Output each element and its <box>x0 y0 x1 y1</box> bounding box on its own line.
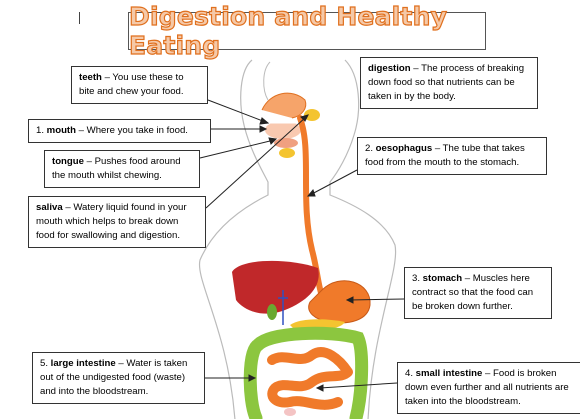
label-tongue: tongue – Pushes food around the mouth wh… <box>44 150 200 188</box>
term-small-intestine: small intestine <box>416 368 483 379</box>
gallbladder-shape <box>267 304 277 320</box>
label-teeth: teeth – You use these to bite and chew y… <box>71 66 208 104</box>
term-large-intestine: large intestine <box>51 358 116 369</box>
pointer-oesophagus <box>310 170 357 195</box>
label-stomach: 3. stomach – Muscles here contract so th… <box>404 267 552 319</box>
term-tongue: tongue <box>52 156 84 167</box>
term-oesophagus: oesophagus <box>376 143 433 154</box>
desc-mouth: – Where you take in food. <box>76 125 188 136</box>
term-stomach: stomach <box>423 273 462 284</box>
term-mouth: mouth <box>47 125 76 136</box>
label-small-intestine: 4. small intestine – Food is broken down… <box>397 362 580 414</box>
label-mouth: 1. mouth – Where you take in food. <box>28 119 211 143</box>
label-saliva: saliva – Watery liquid found in your mou… <box>28 196 206 248</box>
pointer-tongue <box>200 140 274 158</box>
pointer-mouth-head <box>260 126 266 132</box>
pointer-teeth <box>208 100 268 123</box>
term-digestion: digestion <box>368 63 411 74</box>
liver-shape <box>232 261 319 314</box>
term-teeth: teeth <box>79 72 102 83</box>
num-stomach: 3. <box>412 273 423 284</box>
label-digestion: digestion – The process of breaking down… <box>360 57 538 109</box>
num-oesophagus: 2. <box>365 143 376 154</box>
appendix-shape <box>284 408 296 416</box>
head-outline <box>264 62 270 100</box>
pointer-saliva <box>206 117 306 208</box>
num-large-intestine: 5. <box>40 358 51 369</box>
nasal-cavity <box>262 93 306 118</box>
label-oesophagus: 2. oesophagus – The tube that takes food… <box>357 137 547 175</box>
num-mouth: 1. <box>36 125 47 136</box>
small-intestine-shape <box>272 352 348 405</box>
mouth-cavity <box>265 121 301 139</box>
body-outline <box>199 60 268 419</box>
label-large-intestine: 5. large intestine – Water is taken out … <box>32 352 205 404</box>
term-saliva: saliva <box>36 202 63 213</box>
num-small-intestine: 4. <box>405 368 416 379</box>
pointer-small-intestine-head <box>317 385 323 391</box>
gland-lower <box>279 148 295 158</box>
